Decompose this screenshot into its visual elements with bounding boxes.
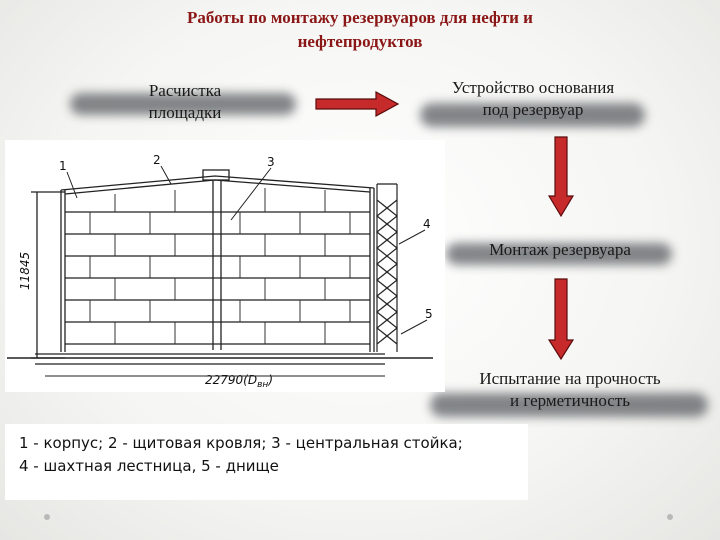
tank-drawing: 1 2 3 4 5 11845 22790(Dвн) — [5, 140, 445, 392]
callout-2: 2 — [153, 153, 161, 167]
step-testing-line-1: Испытание на прочность — [479, 369, 661, 388]
callout-4: 4 — [423, 217, 431, 231]
foundation-shadow — [420, 103, 645, 127]
width-dimension-value: 22790(D — [205, 373, 257, 387]
step-testing-line-2: и герметичность — [509, 391, 630, 410]
step-clearing: Расчистка площадки — [100, 80, 270, 124]
testing-shadow — [430, 393, 708, 417]
corner-dot-left — [44, 514, 50, 520]
step-assembly-line-1: Монтаж резервуара — [489, 240, 631, 259]
callout-5: 5 — [425, 307, 433, 321]
slide-title: Работы по монтажу резервуаров для нефти … — [60, 6, 660, 54]
width-dimension-subscript: вн — [257, 380, 268, 390]
legend-line-2: 4 - шахтная лестница, 5 - днище — [19, 457, 279, 475]
step-assembly: Монтаж резервуара — [440, 239, 680, 261]
step-clearing-line-2: площадки — [148, 103, 222, 122]
clearing-shadow — [70, 93, 296, 115]
step-foundation: Устройство основания под резервуар — [398, 77, 668, 121]
height-dimension: 11845 — [18, 252, 32, 290]
width-dimension-close: ) — [267, 373, 273, 387]
assembly-shadow — [446, 243, 672, 265]
tank-drawing-svg: 1 2 3 4 5 11845 22790(Dвн) — [7, 153, 433, 390]
callout-3: 3 — [267, 155, 275, 169]
title-line-2: нефтепродуктов — [297, 32, 423, 51]
title-line-1: Работы по монтажу резервуаров для нефти … — [187, 8, 533, 27]
legend-line-1: 1 - корпус; 2 - щитовая кровля; 3 - цент… — [19, 434, 463, 452]
step-testing: Испытание на прочность и герметичность — [420, 368, 720, 412]
step-clearing-line-1: Расчистка — [148, 81, 222, 100]
step-foundation-line-2: под резервуар — [482, 100, 584, 119]
step-foundation-line-1: Устройство основания — [451, 78, 615, 97]
callout-1: 1 — [59, 159, 67, 173]
corner-dot-right — [667, 514, 673, 520]
legend-panel: 1 - корпус; 2 - щитовая кровля; 3 - цент… — [5, 424, 528, 500]
